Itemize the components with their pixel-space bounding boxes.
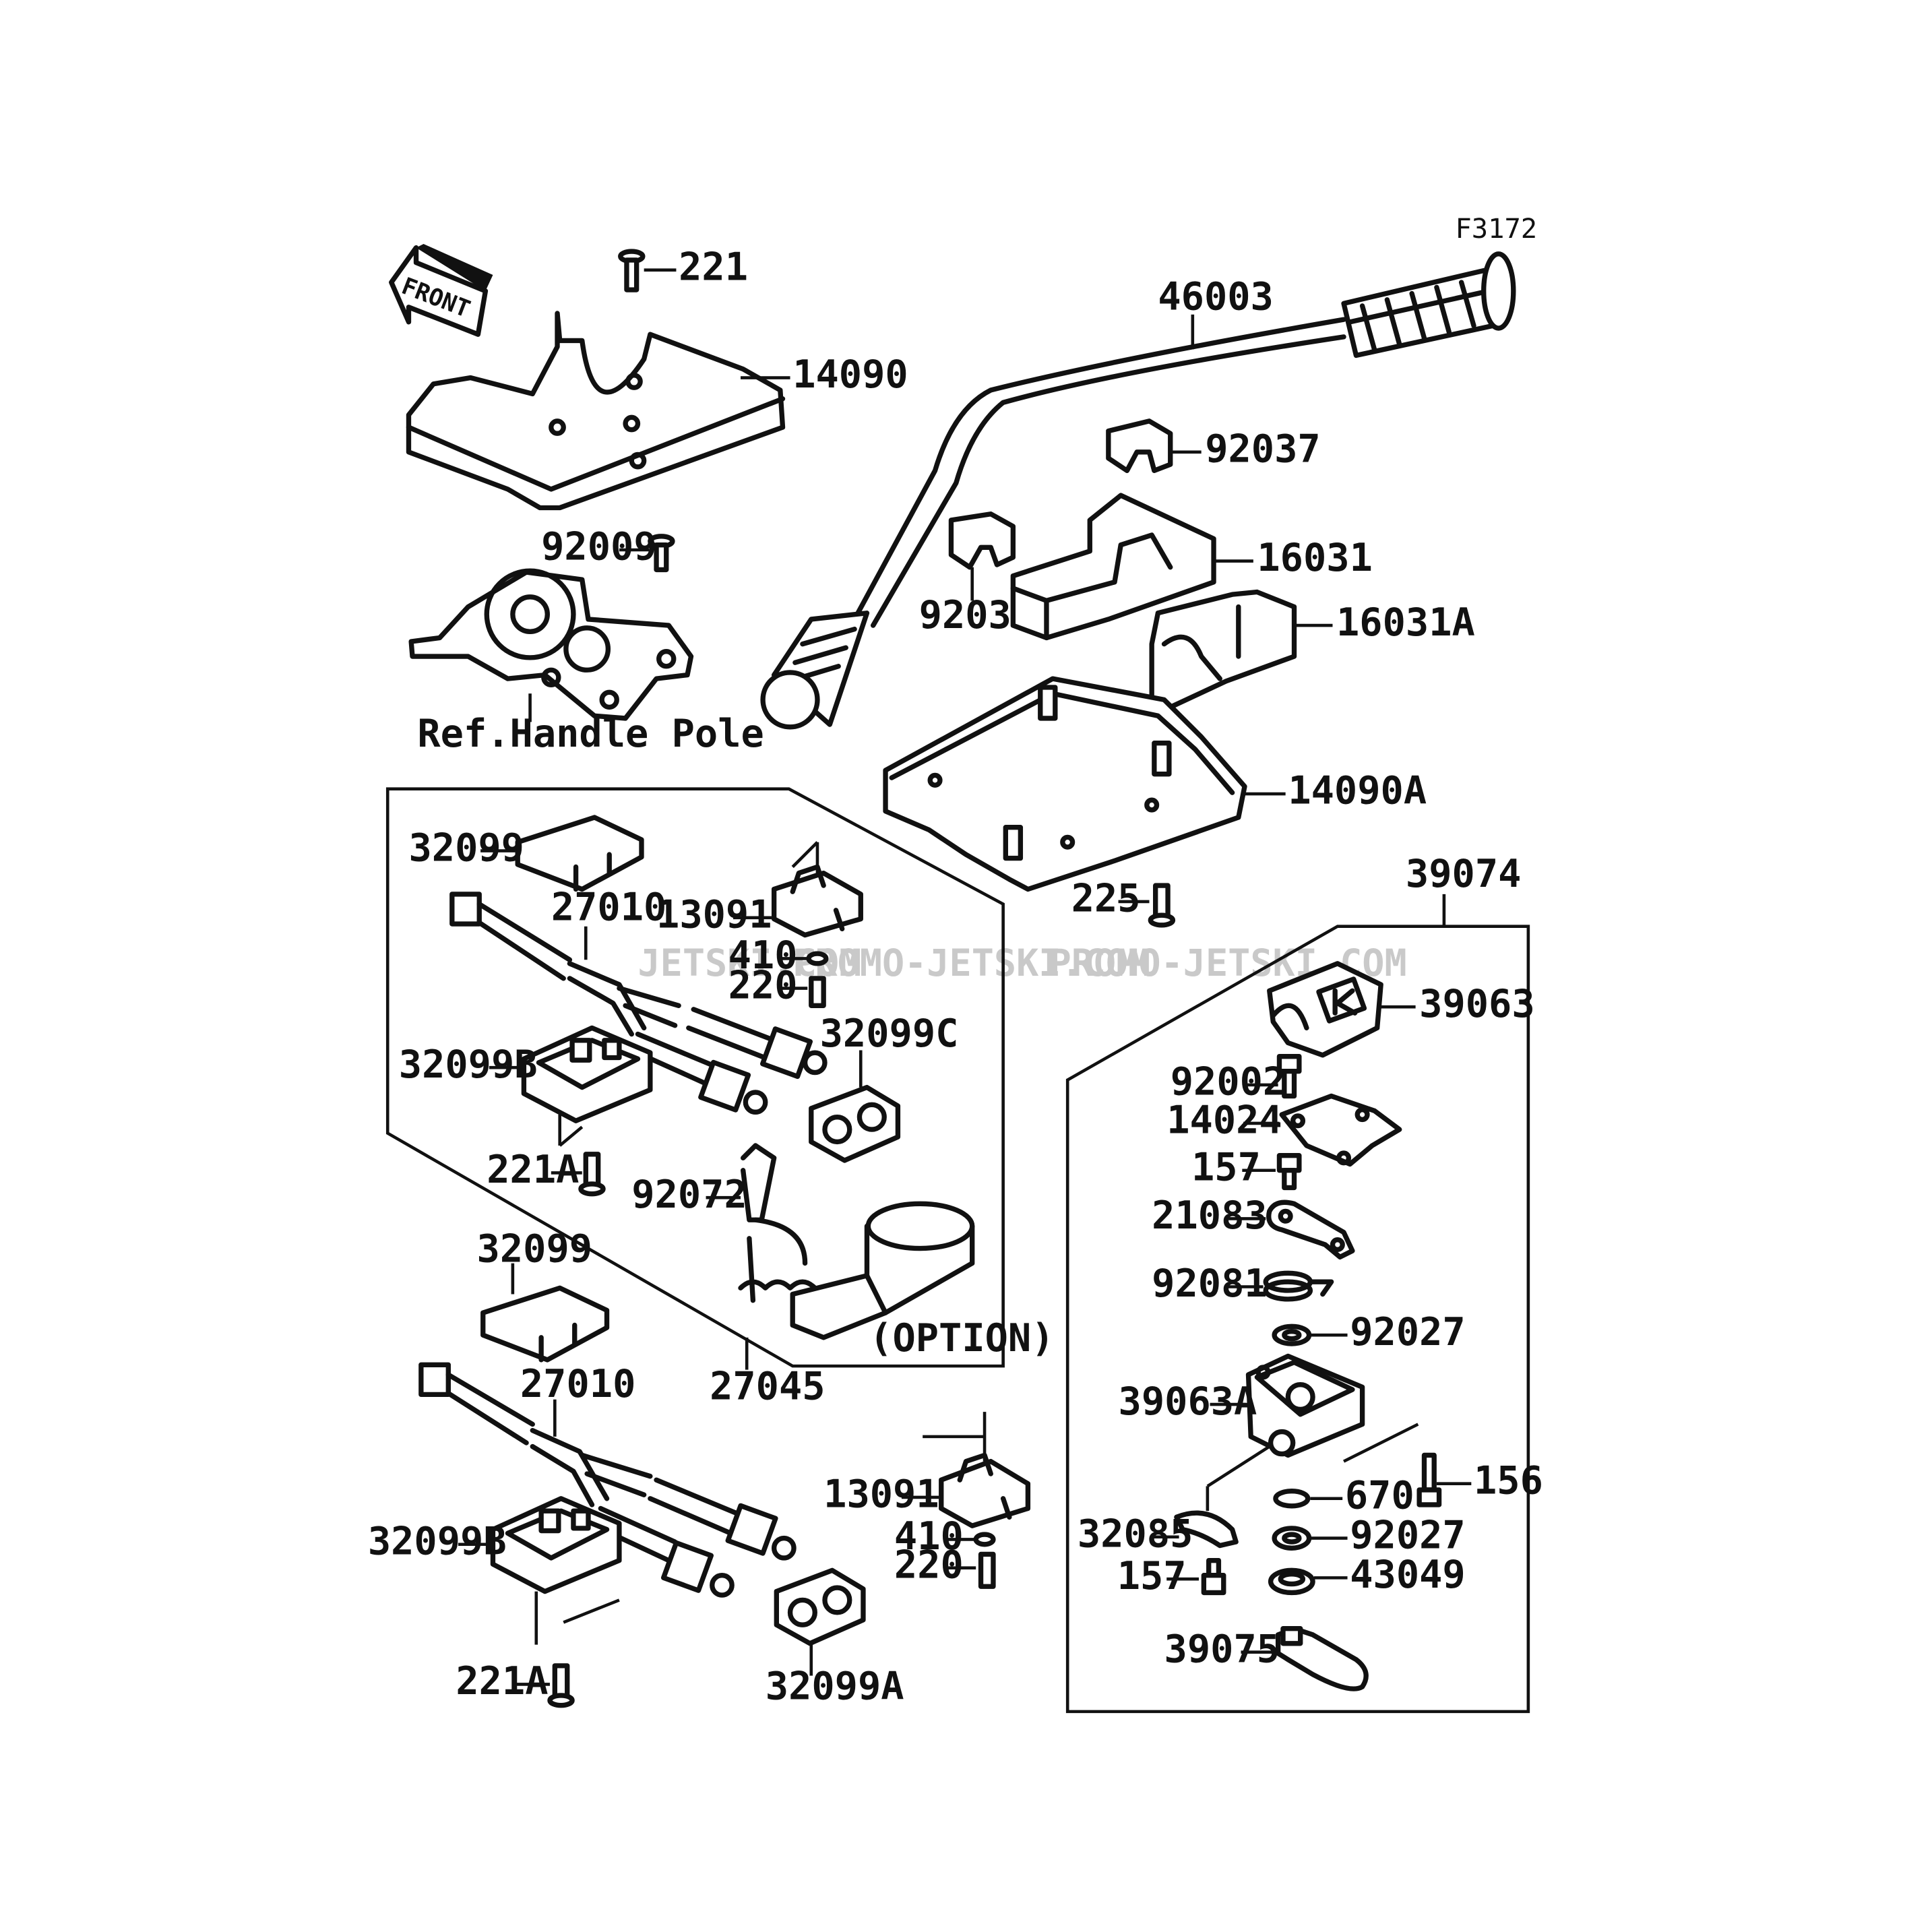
label-27010-upper: 27010 xyxy=(551,885,667,930)
label-32085: 32085 xyxy=(1078,1512,1193,1556)
part-32099-cover-upper xyxy=(515,815,644,892)
part-14090-cover xyxy=(406,311,786,511)
part-225-screw xyxy=(1148,883,1176,928)
ref-handle-pole-label: Ref.Handle Pole xyxy=(417,712,764,756)
label-670: 670 xyxy=(1345,1473,1414,1518)
part-220-screw-upper xyxy=(809,976,826,1008)
label-92081: 92081 xyxy=(1152,1261,1268,1306)
part-32099B-case-lower xyxy=(490,1496,622,1594)
part-92027-washer-upper xyxy=(1272,1323,1312,1346)
label-32099B-lower: 32099B xyxy=(368,1519,507,1563)
part-221A-screw-lower xyxy=(547,1663,575,1708)
part-32085-cam xyxy=(1174,1510,1239,1549)
label-92037-upper: 92037 xyxy=(1205,427,1321,472)
part-92037-clamp-upper xyxy=(1106,418,1173,474)
label-43049: 43049 xyxy=(1350,1553,1466,1597)
label-92009: 92009 xyxy=(541,525,657,569)
label-13091-lower: 13091 xyxy=(823,1472,939,1517)
label-32099B-upper: 32099B xyxy=(399,1042,538,1087)
part-92027-washer-lower xyxy=(1272,1526,1312,1551)
part-32099A-grommet xyxy=(774,1567,866,1646)
part-32099B-case-upper xyxy=(521,1025,653,1123)
part-92072-lanyard xyxy=(738,1143,975,1340)
part-221A-screw-upper xyxy=(578,1152,606,1197)
label-32099C: 32099C xyxy=(820,1011,959,1056)
part-92081-spring xyxy=(1263,1270,1334,1302)
part-13091-holder-upper xyxy=(771,864,863,938)
part-157-bolt-lower xyxy=(1201,1557,1226,1596)
label-32099-lower: 32099 xyxy=(477,1227,592,1272)
label-92002: 92002 xyxy=(1171,1060,1286,1104)
label-32099A: 32099A xyxy=(766,1664,904,1708)
label-39074: 39074 xyxy=(1406,852,1522,896)
label-92027-lower: 92027 xyxy=(1350,1513,1466,1557)
part-220-screw-lower xyxy=(978,1551,996,1589)
label-156: 156 xyxy=(1474,1458,1543,1503)
part-32099C-grommet xyxy=(809,1084,901,1163)
label-21083: 21083 xyxy=(1152,1193,1268,1238)
part-92009-screw xyxy=(648,534,675,573)
label-39063: 39063 xyxy=(1419,982,1535,1026)
part-92037-clamp-lower xyxy=(948,511,1016,570)
label-221A-upper: 221A xyxy=(487,1148,579,1192)
label-221: 221 xyxy=(679,245,748,289)
part-156-bolt xyxy=(1416,1452,1442,1507)
handle-pole-plate xyxy=(408,568,694,721)
watermark-2: PROMO-JETSKI.COM xyxy=(792,942,1150,985)
option-label: (OPTION) xyxy=(869,1316,1054,1361)
label-220-lower: 220 xyxy=(894,1543,964,1587)
throttle-assembly-frame xyxy=(1065,925,1530,1714)
label-32099-upper: 32099 xyxy=(408,825,524,870)
part-32099-cover-lower xyxy=(480,1285,610,1363)
label-27045: 27045 xyxy=(710,1365,825,1409)
label-410-upper: 410 xyxy=(728,933,798,978)
label-16031A: 16031A xyxy=(1336,600,1475,645)
part-670-o-ring xyxy=(1273,1489,1311,1509)
label-39075: 39075 xyxy=(1164,1627,1280,1671)
part-92002-bolt xyxy=(1276,1053,1302,1099)
part-39075-throttle-lever xyxy=(1275,1626,1369,1691)
label-221A-lower: 221A xyxy=(456,1659,548,1704)
part-27010-harness-lower xyxy=(418,1362,797,1598)
label-225: 225 xyxy=(1071,877,1141,921)
label-13091-upper: 13091 xyxy=(656,893,772,937)
part-410-washer-upper xyxy=(806,951,829,966)
label-27010-lower: 27010 xyxy=(520,1362,636,1406)
part-14024-plate xyxy=(1279,1093,1402,1167)
part-16031A-holder xyxy=(1149,589,1297,718)
part-46003-handlebar xyxy=(760,251,1516,730)
label-157-upper: 157 xyxy=(1191,1145,1261,1189)
part-39063-throttle-cover xyxy=(1267,961,1383,1058)
label-157-lower: 157 xyxy=(1117,1554,1187,1598)
part-14090A-cover xyxy=(883,676,1247,892)
label-46003: 46003 xyxy=(1158,274,1274,319)
label-410-lower: 410 xyxy=(894,1514,964,1559)
label-220-upper: 220 xyxy=(728,963,798,1007)
label-39063A: 39063A xyxy=(1119,1379,1257,1424)
part-21083-lever xyxy=(1266,1199,1355,1260)
part-13091-holder-lower xyxy=(939,1452,1031,1528)
part-221-screw xyxy=(618,249,646,292)
label-92027-upper: 92027 xyxy=(1350,1310,1466,1354)
part-39063A-housing xyxy=(1245,1353,1365,1458)
label-16031: 16031 xyxy=(1257,536,1373,580)
label-14090: 14090 xyxy=(792,352,908,397)
part-43049-seal xyxy=(1268,1567,1315,1596)
label-14090A: 14090A xyxy=(1288,769,1427,813)
option-frame xyxy=(385,787,1005,1368)
figure-id: F3172 xyxy=(1455,212,1537,245)
part-157-bolt-upper xyxy=(1276,1153,1302,1191)
part-410-washer-lower xyxy=(973,1532,996,1547)
front-arrow-icon: FRONT xyxy=(389,244,493,337)
label-92072: 92072 xyxy=(631,1173,747,1217)
label-14024: 14024 xyxy=(1166,1098,1282,1143)
